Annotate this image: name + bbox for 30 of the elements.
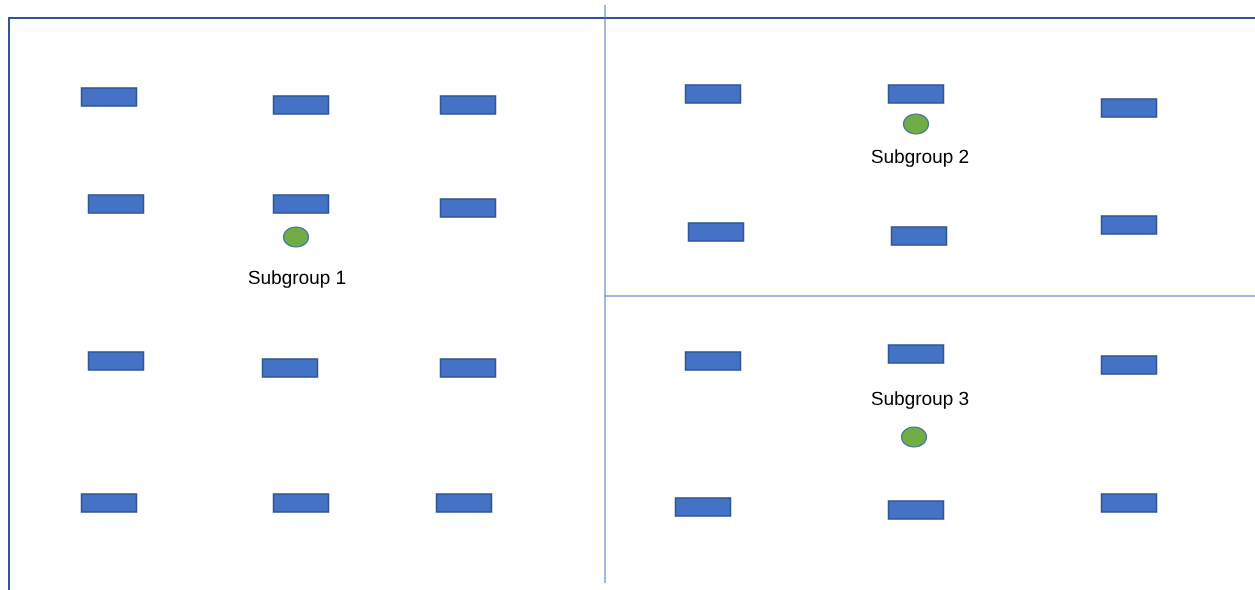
small-rectangle bbox=[435, 493, 493, 513]
small-rectangle bbox=[674, 497, 732, 517]
small-rectangle bbox=[439, 95, 497, 115]
group-label: Subgroup 3 bbox=[871, 391, 969, 409]
dot bbox=[900, 426, 928, 448]
group-label: Subgroup 1 bbox=[248, 270, 346, 288]
small-rectangle bbox=[80, 87, 138, 107]
small-rectangle bbox=[1100, 355, 1158, 375]
small-rectangle bbox=[887, 500, 945, 520]
small-rectangle bbox=[272, 493, 330, 513]
small-rectangle bbox=[687, 222, 745, 242]
small-rectangle bbox=[1100, 98, 1158, 118]
small-rectangle bbox=[684, 84, 742, 104]
small-rectangle bbox=[1100, 493, 1158, 513]
group-label: Subgroup 2 bbox=[871, 149, 969, 167]
small-rectangle bbox=[272, 95, 330, 115]
small-rectangle bbox=[439, 198, 497, 218]
small-rectangle bbox=[80, 493, 138, 513]
dot bbox=[902, 113, 930, 135]
small-rectangle bbox=[890, 226, 948, 246]
small-rectangle bbox=[684, 351, 742, 371]
small-rectangle bbox=[87, 194, 145, 214]
small-rectangle bbox=[1100, 215, 1158, 235]
small-rectangle bbox=[261, 358, 319, 378]
small-rectangle bbox=[439, 358, 497, 378]
small-rectangle bbox=[272, 194, 330, 214]
small-rectangle bbox=[87, 351, 145, 371]
dot bbox=[282, 226, 310, 248]
small-rectangle bbox=[887, 84, 945, 104]
small-rectangle bbox=[887, 344, 945, 364]
